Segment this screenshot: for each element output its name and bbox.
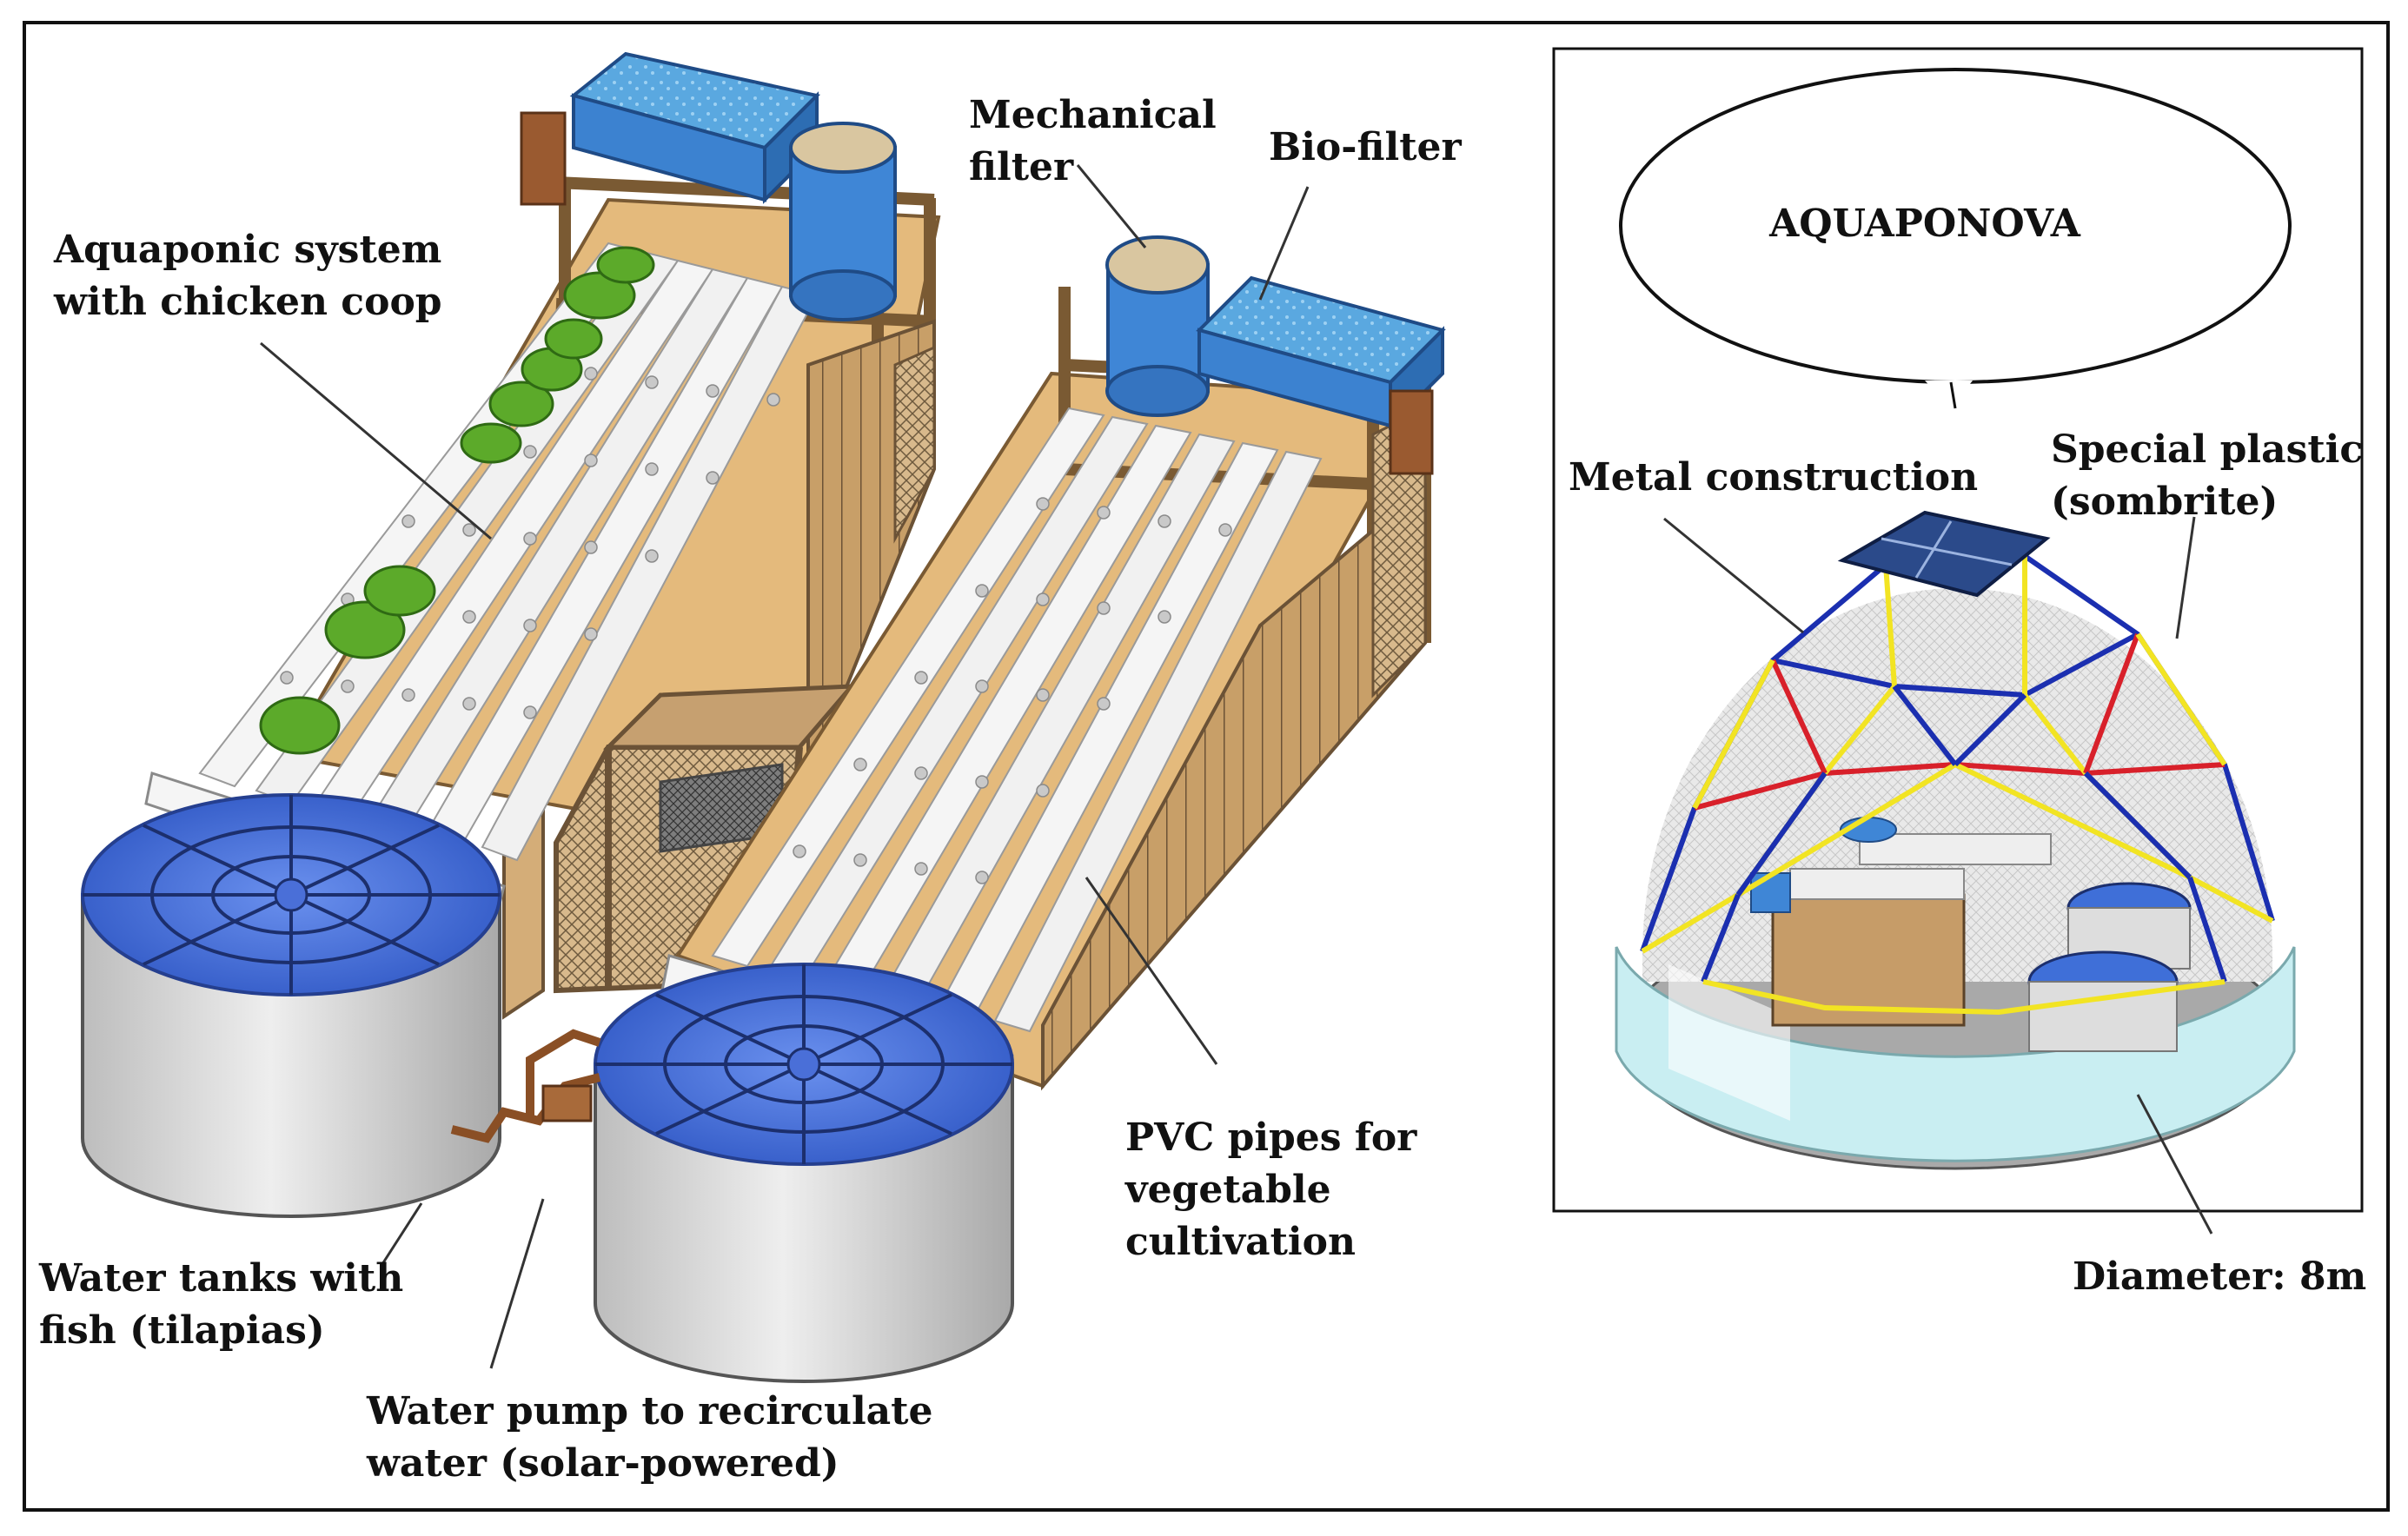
right-aquaponic-unit <box>450 235 1446 1383</box>
label-water-tanks: Water tanks with fish (tilapias) <box>39 1256 404 1353</box>
label-pvc-pipes: PVC pipes for vegetable cultivation <box>1125 1116 1417 1264</box>
right-fish-tank <box>594 963 1014 1383</box>
label-special-plastic: Special plastic (sombrite) <box>2051 427 2364 524</box>
geodesic-dome <box>1615 510 2296 1170</box>
leader-lines-left <box>260 164 1310 1369</box>
dome-title: AQUAPONOVA <box>1769 202 2080 246</box>
label-diameter: Diameter: 8m <box>2073 1255 2367 1299</box>
label-metal-construction: Metal construction <box>1569 455 1979 500</box>
left-filter-unit <box>520 51 897 321</box>
right-filter-unit <box>1105 235 1446 475</box>
water-pump <box>450 1029 601 1143</box>
left-aquaponic-unit <box>81 51 941 1218</box>
label-mechanical-filter: Mechanical filter <box>969 93 1217 189</box>
leader-lines-right <box>1663 516 2213 1235</box>
label-aquaponic-system: Aquaponic system with chicken coop <box>54 228 442 324</box>
left-fish-tank <box>81 793 501 1218</box>
solar-panels <box>1837 510 2051 598</box>
label-bio-filter: Bio-filter <box>1269 125 1462 169</box>
left-plants <box>259 246 655 755</box>
figure-border <box>23 21 2390 1512</box>
label-water-pump: Water pump to recirculate water (solar-p… <box>367 1389 933 1486</box>
